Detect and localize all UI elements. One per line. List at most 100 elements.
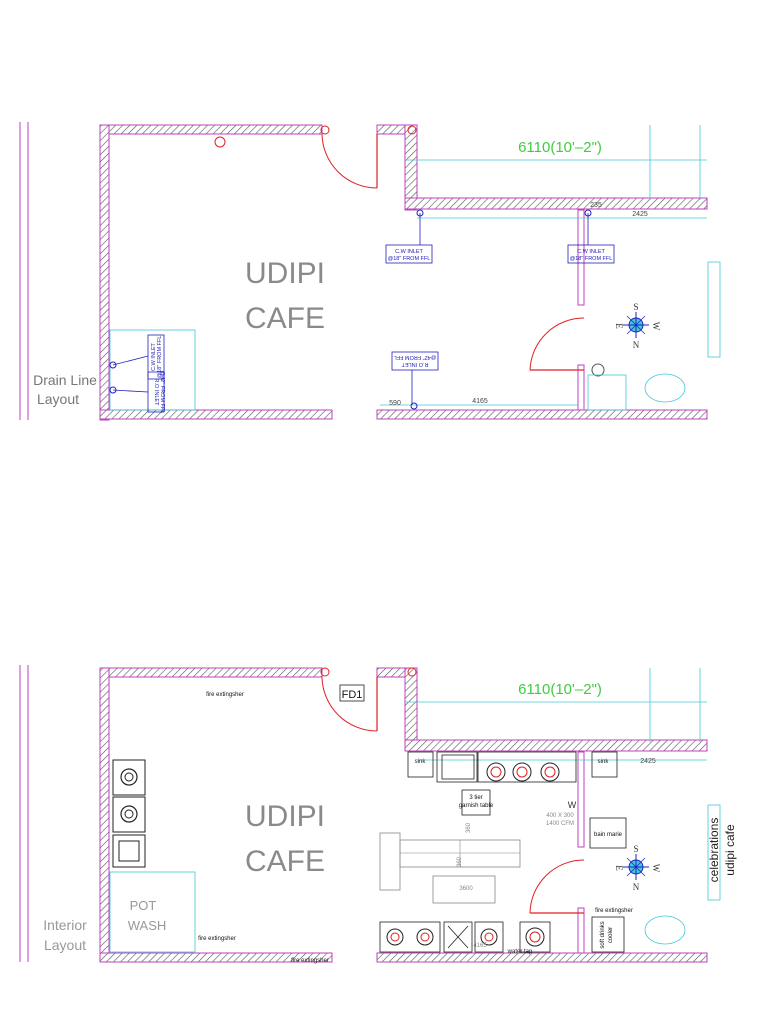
- svg-text:C.W INLET: C.W INLET: [577, 249, 605, 255]
- wall-upper-right: [404, 197, 708, 210]
- door-tag-box: [339, 684, 365, 702]
- partition: [577, 907, 585, 954]
- layout-label-line1: Interior: [43, 917, 87, 933]
- svg-text:E: E: [614, 865, 624, 871]
- svg-text:C.W INLET: C.W INLET: [151, 342, 157, 370]
- sink-left: [407, 751, 434, 778]
- room-title-line1: UDIPI: [245, 800, 325, 833]
- stove-burner: [540, 762, 560, 782]
- garnish-table-label-line2: garnish table: [459, 803, 494, 809]
- svg-text:S: S: [633, 844, 638, 854]
- door-tag: FD1: [342, 689, 363, 701]
- pot-wash-label-line1: POT: [130, 898, 157, 913]
- stove-burner: [486, 762, 506, 782]
- stove-burner: [512, 762, 532, 782]
- door-swing-arc: [529, 317, 585, 371]
- interior-layout-plan: FD1 UDIPI CAFE Interior Layout 6110(10'–…: [19, 665, 737, 964]
- wc-fixture: [644, 373, 686, 403]
- cw-inlet-callout-1: C.W INLET @18" FROM FFL: [385, 209, 433, 264]
- service-counter: 360 3600 360: [379, 822, 521, 904]
- drain-line-layout-plan: UDIPI CAFE Drain Line Layout 6110(10'–2"…: [19, 122, 721, 421]
- side-label-line2: udipi cafe: [723, 824, 737, 876]
- side-label-line1: celebrations: [707, 818, 721, 883]
- left-inlet-callouts: C.W INLET @18" FROM FFL R.O INLET @42" F…: [109, 334, 165, 414]
- wc-fixture: [644, 915, 686, 945]
- svg-text:E: E: [614, 323, 624, 329]
- soft-drinks-label-line2: cooler: [608, 927, 614, 943]
- svg-text:S: S: [633, 302, 638, 312]
- bain-marie-label: bain marie: [594, 832, 623, 838]
- door-swing-arc: [321, 676, 378, 732]
- fixture-marker: [320, 667, 330, 677]
- svg-text:@42" FROM FFL: @42" FROM FFL: [159, 371, 165, 414]
- pot-wash-area: [109, 329, 196, 411]
- wall-left: [99, 667, 110, 963]
- door-swing-arc: [529, 859, 585, 914]
- svg-text:N: N: [633, 882, 640, 892]
- wall-stub: [404, 667, 418, 751]
- dim-4165: 4165: [473, 943, 487, 949]
- svg-text:@18" FROM FFL: @18" FROM FFL: [388, 256, 431, 262]
- svg-text:C.W INLET: C.W INLET: [395, 249, 423, 255]
- overall-dimension: 6110(10'–2"): [518, 139, 602, 156]
- garnish-table: [461, 789, 491, 816]
- svg-text:3600: 3600: [459, 886, 473, 892]
- side-panel: [707, 261, 721, 358]
- pot-wash-label-line2: WASH: [128, 918, 167, 933]
- hood-cfm: 1400 CFM: [546, 821, 574, 827]
- garnish-table-label-line1: 3 tier: [469, 795, 482, 801]
- bain-marie: [589, 817, 627, 849]
- dim-4165: 4165: [472, 398, 488, 405]
- partition: [577, 751, 585, 848]
- fire-extinguisher-label: fire extingsher: [291, 958, 329, 964]
- dim-235: 235: [590, 202, 602, 209]
- wall-top: [99, 667, 323, 678]
- wall-bottom-right: [376, 409, 708, 420]
- svg-text:360: 360: [466, 822, 472, 833]
- door-swing-arc: [321, 133, 378, 189]
- water-tap-label: water tap: [507, 949, 533, 955]
- fixture-marker: [320, 125, 330, 135]
- fixture-marker: [407, 125, 417, 135]
- layout-label-line2: Layout: [44, 937, 86, 953]
- compass-icon: S N E W: [614, 844, 661, 892]
- range-counter: [477, 751, 577, 783]
- overall-dimension: 6110(10'–2"): [518, 681, 602, 698]
- svg-text:W: W: [651, 322, 661, 331]
- sink-left-label: sink: [415, 759, 427, 765]
- fire-extinguisher-label: fire extingsher: [206, 692, 244, 698]
- wall-upper-right: [404, 739, 708, 752]
- svg-text:R.O INLET: R.O INLET: [153, 379, 159, 407]
- wall-top: [99, 124, 323, 135]
- layout-label-line2: Layout: [37, 391, 79, 407]
- fixture-marker: [591, 363, 605, 377]
- kitchen-counter-bottom: [379, 921, 551, 953]
- svg-text:R.O INLET: R.O INLET: [401, 361, 429, 367]
- dim-2425: 2425: [632, 211, 648, 218]
- svg-text:N: N: [633, 340, 640, 350]
- prep-table: [436, 751, 478, 783]
- pot-wash-area: [109, 871, 196, 953]
- partition: [577, 209, 585, 306]
- wall-bottom-left: [99, 952, 333, 963]
- room-title-line2: CAFE: [245, 845, 325, 878]
- wall-stub: [404, 124, 418, 211]
- layout-label-line1: Drain Line: [33, 372, 97, 388]
- kitchen-counter-top: sink sink: [407, 751, 618, 783]
- pot-wash-fixtures: [112, 759, 146, 868]
- svg-text:@42" FROM FFL: @42" FROM FFL: [394, 354, 437, 360]
- dim-590: 590: [389, 400, 401, 407]
- cw-inlet-callout-2: C.W INLET @18" FROM FFL: [567, 209, 615, 264]
- hood-size: 400 X 300: [546, 813, 574, 819]
- compass-icon: S N E W: [614, 302, 661, 350]
- soft-drinks-cooler: [591, 916, 625, 953]
- hood-label: W: [568, 800, 577, 810]
- wall-left: [99, 124, 110, 421]
- svg-text:360: 360: [457, 856, 463, 867]
- fixture-outline: [587, 374, 627, 411]
- svg-text:@18" FROM FFL: @18" FROM FFL: [570, 256, 613, 262]
- fixture-marker: [407, 667, 417, 677]
- fixture-marker: [214, 136, 226, 148]
- dim-2425: 2425: [640, 758, 656, 765]
